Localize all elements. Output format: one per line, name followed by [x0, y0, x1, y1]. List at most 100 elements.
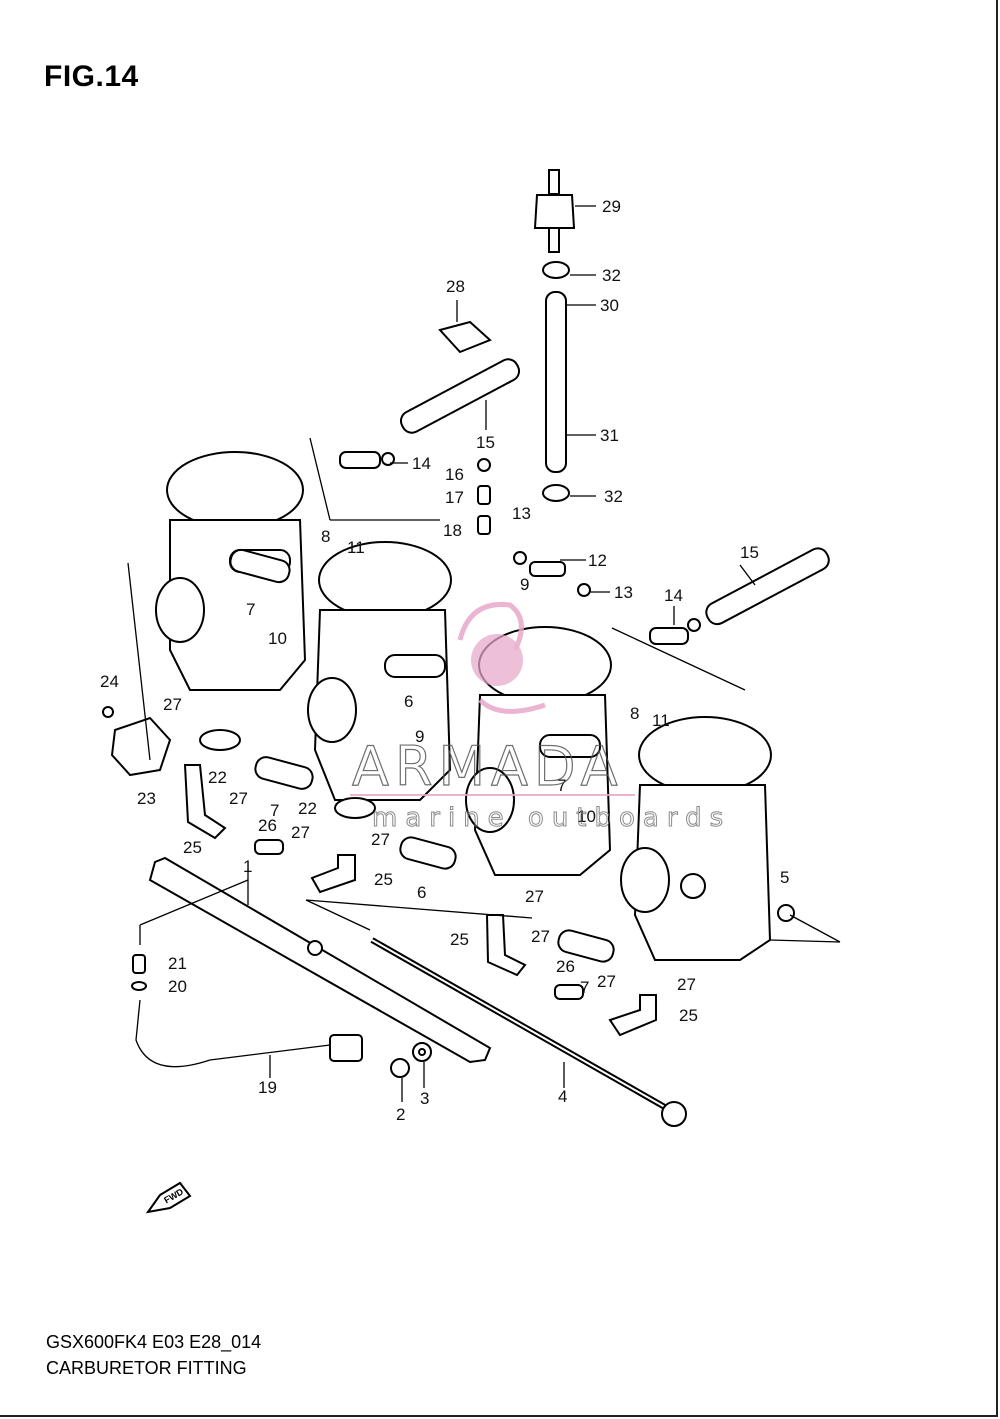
vent-hose-center [310, 854, 356, 894]
callout-22: 22 [208, 768, 227, 787]
callout-25: 25 [374, 870, 393, 889]
callout-27: 27 [163, 695, 182, 714]
vent-hose-far-right [608, 994, 657, 1037]
fuel-filter [533, 169, 576, 253]
callout-6: 6 [417, 883, 426, 902]
fuel-hose-vertical [545, 291, 567, 473]
callout-27: 27 [229, 789, 248, 808]
callout-32: 32 [604, 487, 623, 506]
fuel-hose-upper-right [705, 547, 830, 626]
throttle-position-sensor [102, 706, 172, 777]
callout-1: 1 [243, 857, 252, 876]
connecting-pipe-d [557, 929, 615, 963]
callout-20: 20 [168, 977, 187, 996]
callout-27: 27 [597, 972, 616, 991]
callout-labels: 29 32 30 31 32 28 15 14 16 17 18 13 12 1… [100, 197, 789, 1124]
throttle-stop-screw [135, 999, 363, 1068]
connecting-pipe-b [254, 756, 314, 790]
callout-11: 11 [347, 538, 365, 557]
mounting-washer [412, 1042, 432, 1062]
t-joint-right [649, 618, 701, 645]
watermark-logo-icon [457, 601, 546, 714]
fuel-hose-upper-left [399, 358, 521, 434]
callout-7: 7 [580, 978, 589, 997]
callout-27: 27 [677, 975, 696, 994]
callout-9: 9 [415, 727, 424, 746]
callout-14: 14 [664, 586, 683, 605]
callout-10: 10 [577, 807, 596, 826]
callout-12: 12 [588, 551, 607, 570]
callout-10: 10 [268, 629, 287, 648]
callout-16: 16 [445, 465, 464, 484]
callout-27: 27 [291, 823, 310, 842]
callout-30: 30 [600, 296, 619, 315]
hose-clip [438, 320, 492, 354]
watermark: ARMADA marine outboards [350, 601, 731, 834]
callout-15: 15 [476, 433, 495, 452]
callout-5: 5 [780, 868, 789, 887]
callout-27: 27 [525, 887, 544, 906]
callout-7: 7 [270, 801, 279, 820]
carburetor-body-2 [307, 541, 452, 801]
callout-28: 28 [446, 277, 465, 296]
callout-3: 3 [420, 1089, 429, 1108]
vent-hose-right [485, 914, 527, 977]
callout-18: 18 [443, 521, 462, 540]
washer-5 [777, 904, 795, 922]
callout-17: 17 [445, 488, 464, 507]
spring-left [199, 729, 241, 751]
callout-6: 6 [404, 692, 413, 711]
callout-25: 25 [183, 838, 202, 857]
forward-direction-arrow: FWD [145, 1181, 192, 1214]
callout-11: 11 [652, 711, 670, 730]
carburetor-body-4 [620, 716, 772, 961]
model-code: GSX600FK4 E03 E28_014 [46, 1332, 262, 1352]
callout-7: 7 [557, 776, 566, 795]
callout-21: 21 [168, 954, 187, 973]
fuel-joint-screw [477, 458, 491, 535]
connecting-pipe-a [229, 548, 291, 584]
callout-26: 26 [556, 957, 575, 976]
spring-center [334, 797, 376, 819]
three-way-joint-left [254, 839, 284, 855]
hose-clamp-lower [542, 484, 570, 502]
callout-2: 2 [396, 1105, 405, 1124]
washer-20 [131, 981, 147, 991]
callout-26: 26 [258, 816, 277, 835]
callout-13: 13 [614, 583, 633, 602]
callout-8: 8 [321, 527, 330, 546]
callout-25: 25 [450, 930, 469, 949]
callout-27: 27 [371, 830, 390, 849]
callout-7: 7 [246, 600, 255, 619]
connecting-pipe-c [399, 836, 457, 870]
callout-8: 8 [630, 704, 639, 723]
watermark-tagline: marine outboards [372, 803, 731, 833]
hose-clamp-upper [542, 261, 570, 279]
carburetor-mounting-bracket [148, 856, 492, 1064]
callout-13: 13 [512, 504, 531, 523]
connecting-rod [370, 937, 687, 1127]
callout-27: 27 [531, 927, 550, 946]
callout-9: 9 [520, 575, 529, 594]
three-way-joint-right [554, 984, 584, 1000]
callout-25: 25 [679, 1006, 698, 1025]
callout-32: 32 [602, 266, 621, 285]
callout-24: 24 [100, 672, 119, 691]
fuel-joint-t [513, 551, 591, 597]
section-name: CARBURETOR FITTING [46, 1358, 247, 1378]
watermark-brand: ARMADA [352, 735, 624, 798]
mounting-bolt [390, 1058, 410, 1078]
callout-15: 15 [740, 543, 759, 562]
callout-22: 22 [298, 799, 317, 818]
callout-4: 4 [558, 1087, 567, 1106]
vent-hose-left [183, 764, 227, 840]
callout-14: 14 [412, 454, 431, 473]
spring-21 [132, 954, 146, 974]
callout-19: 19 [258, 1078, 277, 1097]
callout-31: 31 [600, 426, 619, 445]
callout-29: 29 [602, 197, 621, 216]
leader-lines [127, 205, 841, 1102]
callout-23: 23 [137, 789, 156, 808]
